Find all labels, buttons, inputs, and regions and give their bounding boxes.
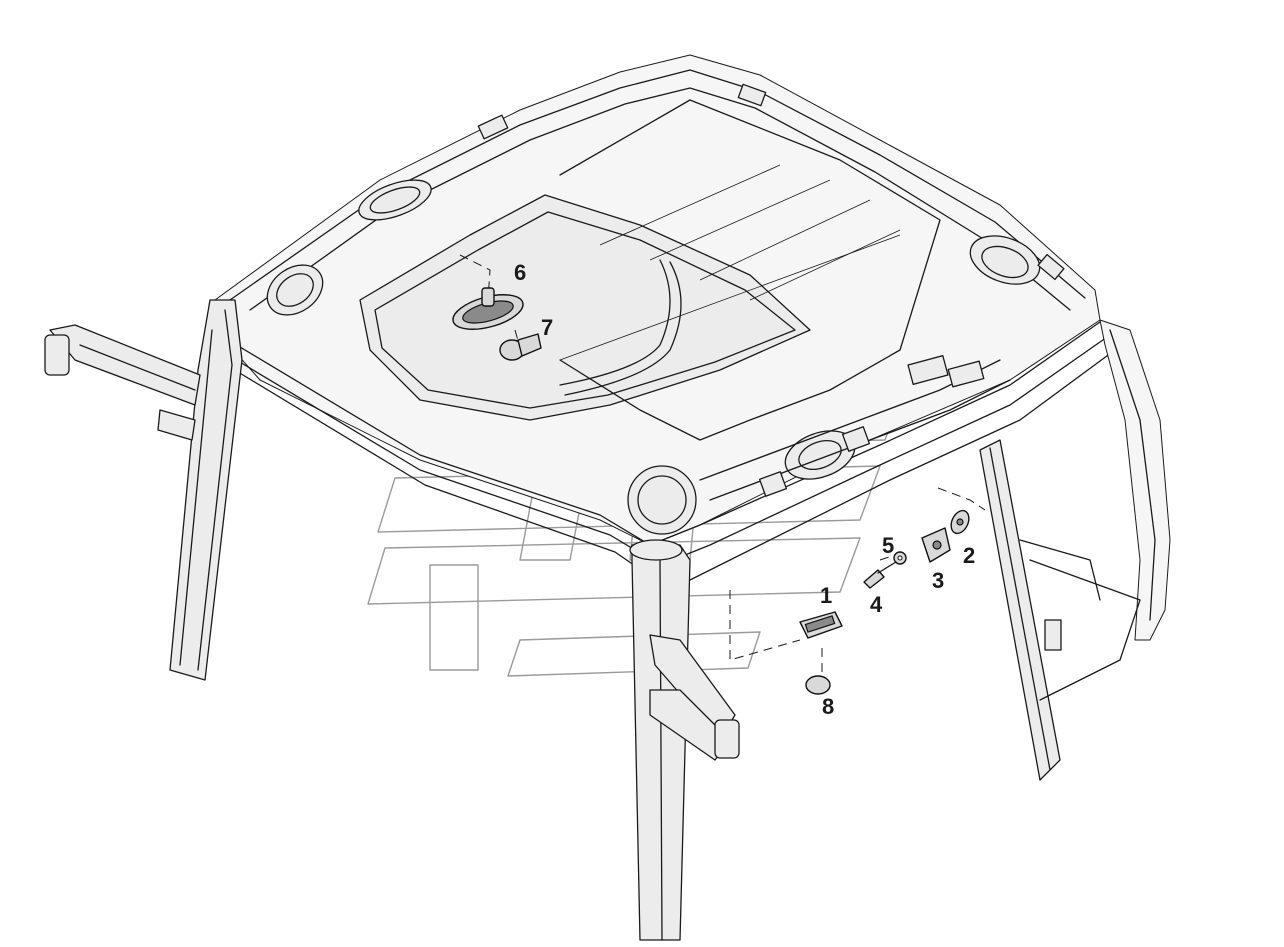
part-4-screw	[863, 561, 897, 589]
callout-1: 1	[820, 583, 832, 608]
speaker-left-front	[266, 264, 324, 316]
roof-panel	[214, 54, 1116, 591]
pillar-center	[629, 539, 691, 941]
pillar-left	[169, 299, 243, 681]
callout-2: 2	[963, 543, 975, 568]
callout-labels: 6 7 5 2 3 4 1 8	[514, 260, 975, 719]
callout-8: 8	[822, 694, 834, 719]
part-1-light-housing	[799, 611, 843, 639]
part-5-washer	[893, 551, 907, 565]
speaker-front-center	[627, 465, 697, 535]
part-8-bulb	[805, 675, 831, 695]
callout-6: 6	[514, 260, 526, 285]
door-arm-center	[649, 634, 740, 761]
vent-front	[784, 430, 856, 480]
speaker-left-rear	[358, 179, 432, 221]
part-6-dome-lamp	[452, 287, 524, 330]
part-2-bracket	[950, 509, 970, 535]
speaker-right	[969, 235, 1041, 285]
pillar-right	[979, 319, 1171, 781]
callout-7: 7	[541, 315, 553, 340]
part-7-bulb	[499, 333, 542, 361]
part-3-clip	[921, 527, 951, 563]
callout-3: 3	[932, 568, 944, 593]
door-arm-left	[44, 324, 201, 441]
callout-5: 5	[882, 533, 894, 558]
callout-4: 4	[870, 592, 883, 617]
